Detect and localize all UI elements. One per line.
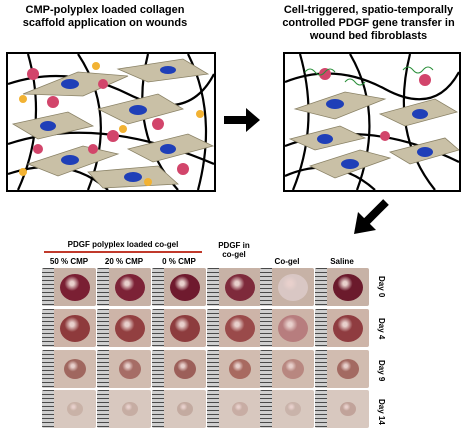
ruler-scale <box>207 350 219 388</box>
wound-photo <box>97 309 151 347</box>
transfected-fibroblast-illustration <box>285 54 459 190</box>
row-label: Day 4 <box>377 318 386 340</box>
row-label: Day 14 <box>377 399 386 425</box>
ruler-scale <box>315 309 327 347</box>
wound-photo <box>260 390 314 428</box>
ruler-scale <box>97 268 109 306</box>
ruler-scale <box>97 350 109 388</box>
wound-area <box>225 273 255 301</box>
column-header: 0 % CMP <box>162 257 196 266</box>
row-label: Day 9 <box>377 360 386 382</box>
ruler-scale <box>260 309 272 347</box>
group-underline <box>44 251 202 253</box>
ruler-scale <box>260 390 272 428</box>
wound-photo <box>260 268 314 306</box>
wound-area <box>177 401 193 417</box>
collagen-scaffold-illustration <box>8 54 214 190</box>
wound-area <box>229 359 251 379</box>
wound-photo <box>42 390 96 428</box>
right-arrow-icon <box>224 108 260 132</box>
wound-area <box>225 314 255 342</box>
wound-area <box>232 401 248 417</box>
ruler-scale <box>260 350 272 388</box>
wound-photo <box>152 350 206 388</box>
wound-area <box>170 273 200 301</box>
ruler-scale <box>152 390 164 428</box>
ruler-scale <box>97 390 109 428</box>
wound-area <box>333 273 363 301</box>
wound-area <box>170 314 200 342</box>
wound-area <box>278 314 308 342</box>
wound-photo <box>152 390 206 428</box>
right-panel-title: Cell-triggered, spatio-temporally contro… <box>282 4 455 42</box>
ruler-scale <box>152 350 164 388</box>
ruler-scale <box>315 390 327 428</box>
wound-area <box>119 359 141 379</box>
ruler-scale <box>207 390 219 428</box>
wound-area <box>285 401 301 417</box>
ruler-scale <box>42 309 54 347</box>
wound-area <box>340 401 356 417</box>
left-panel-title: CMP-polyplex loaded collagen scaffold ap… <box>22 4 188 29</box>
wound-area <box>60 273 90 301</box>
ruler-scale <box>42 268 54 306</box>
ruler-scale <box>315 350 327 388</box>
ruler-scale <box>42 390 54 428</box>
wound-area <box>333 314 363 342</box>
left-scaffold-diagram <box>6 52 216 192</box>
ruler-scale <box>207 268 219 306</box>
column-header: Co-gel <box>274 257 300 266</box>
ruler-scale <box>315 268 327 306</box>
wound-photo <box>315 309 369 347</box>
wound-photo <box>260 309 314 347</box>
wound-area <box>60 314 90 342</box>
row-label: Day 0 <box>377 276 386 298</box>
wound-photo <box>315 268 369 306</box>
wound-area <box>122 401 138 417</box>
wound-photo <box>207 390 261 428</box>
wound-photo <box>42 268 96 306</box>
wound-photo <box>260 350 314 388</box>
wound-photo <box>97 390 151 428</box>
wound-photo <box>152 309 206 347</box>
wound-photo <box>42 309 96 347</box>
column-header: 50 % CMP <box>49 257 89 266</box>
column-header: Saline <box>330 257 354 266</box>
wound-area <box>174 359 196 379</box>
ruler-scale <box>207 309 219 347</box>
ruler-scale <box>97 309 109 347</box>
wound-photo <box>207 309 261 347</box>
wound-photo <box>97 268 151 306</box>
wound-area <box>282 359 304 379</box>
wound-photo <box>315 390 369 428</box>
ruler-scale <box>260 268 272 306</box>
wound-photo <box>42 350 96 388</box>
wound-photo <box>152 268 206 306</box>
wound-area <box>278 273 308 301</box>
wound-area <box>115 273 145 301</box>
diagonal-arrow-icon <box>354 199 389 234</box>
ruler-scale <box>152 268 164 306</box>
right-scaffold-diagram <box>283 52 461 192</box>
wound-area <box>67 401 83 417</box>
ruler-scale <box>42 350 54 388</box>
column-header: 20 % CMP <box>104 257 144 266</box>
wound-photo <box>207 350 261 388</box>
ruler-scale <box>152 309 164 347</box>
wound-photo <box>97 350 151 388</box>
wound-area <box>64 359 86 379</box>
wound-area <box>115 314 145 342</box>
wound-photo <box>207 268 261 306</box>
group-label: PDGF polyplex loaded co-gel <box>67 240 179 249</box>
wound-photo <box>315 350 369 388</box>
wound-area <box>337 359 359 379</box>
